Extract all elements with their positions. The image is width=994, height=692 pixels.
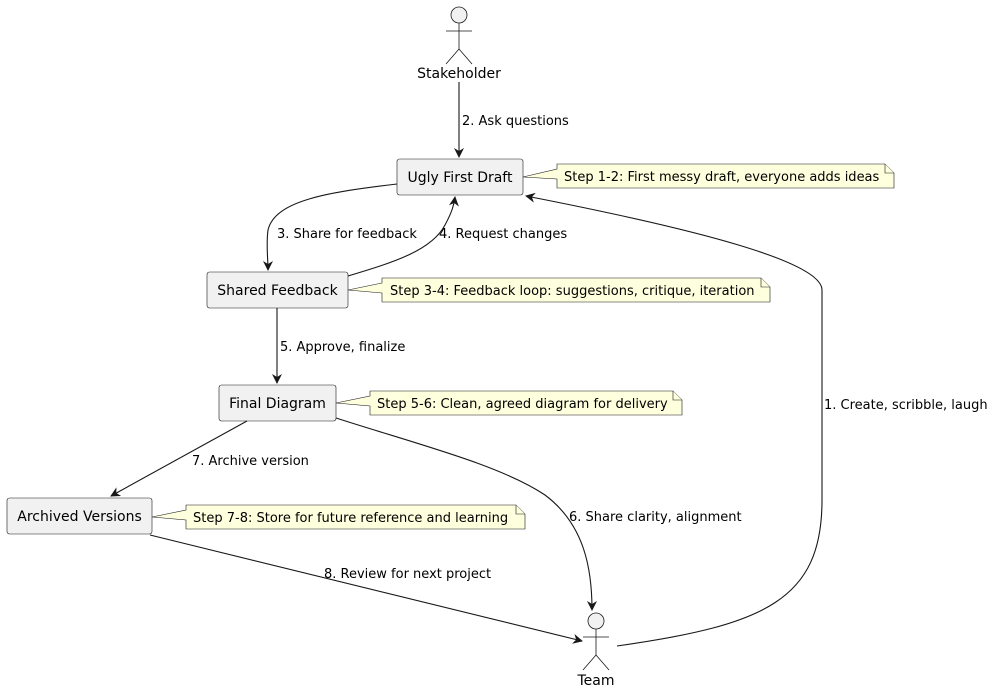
stakeholder-head-icon xyxy=(450,6,468,24)
team-actor: Team xyxy=(576,612,615,689)
note-step-1-2: Step 1-2: First messy draft, everyone ad… xyxy=(522,163,895,189)
node-shared-feedback: Shared Feedback xyxy=(206,271,349,309)
note-step-7-8-text: Step 7-8: Store for future reference and… xyxy=(193,511,508,526)
edge-approve-finalize-label: 5. Approve, finalize xyxy=(280,340,405,355)
edge-create-scribble-laugh xyxy=(525,192,823,647)
note-step-5-6: Step 5-6: Clean, agreed diagram for deli… xyxy=(335,390,683,416)
note-step-5-6-text: Step 5-6: Clean, agreed diagram for deli… xyxy=(377,397,668,412)
edge-archive-version-label: 7. Archive version xyxy=(192,454,309,469)
edge-ask-questions-label: 2. Ask questions xyxy=(462,114,569,129)
note-step-7-8: Step 7-8: Store for future reference and… xyxy=(151,504,526,530)
node-archived-versions: Archived Versions xyxy=(6,497,153,535)
edge-request-changes-label: 4. Request changes xyxy=(439,227,567,242)
stakeholder-actor: Stakeholder xyxy=(417,6,501,82)
edge-review-next-project xyxy=(149,534,583,644)
note-step-1-2-text: Step 1-2: First messy draft, everyone ad… xyxy=(564,170,880,185)
node-final-diagram-label: Final Diagram xyxy=(229,396,326,412)
edge-share-clarity-label: 6. Share clarity, alignment xyxy=(569,510,742,525)
stakeholder-label: Stakeholder xyxy=(417,66,501,82)
team-label: Team xyxy=(576,673,614,689)
node-shared-feedback-label: Shared Feedback xyxy=(217,283,338,299)
team-head-icon xyxy=(587,612,605,630)
node-ugly-first-draft: Ugly First Draft xyxy=(396,158,524,196)
edge-review-next-project-label: 8. Review for next project xyxy=(324,567,491,582)
edge-share-for-feedback-label: 3. Share for feedback xyxy=(277,227,417,242)
note-step-3-4: Step 3-4: Feedback loop: suggestions, cr… xyxy=(347,277,771,303)
edge-request-changes xyxy=(347,196,459,277)
node-archived-versions-label: Archived Versions xyxy=(17,509,142,525)
node-ugly-first-draft-label: Ugly First Draft xyxy=(408,170,513,186)
edge-archive-version xyxy=(110,420,248,497)
edge-create-scribble-laugh-label: 1. Create, scribble, laugh xyxy=(824,398,988,413)
edge-share-for-feedback xyxy=(262,183,398,271)
note-step-3-4-text: Step 3-4: Feedback loop: suggestions, cr… xyxy=(390,284,755,299)
edge-share-clarity xyxy=(335,417,597,611)
node-final-diagram: Final Diagram xyxy=(218,384,337,422)
